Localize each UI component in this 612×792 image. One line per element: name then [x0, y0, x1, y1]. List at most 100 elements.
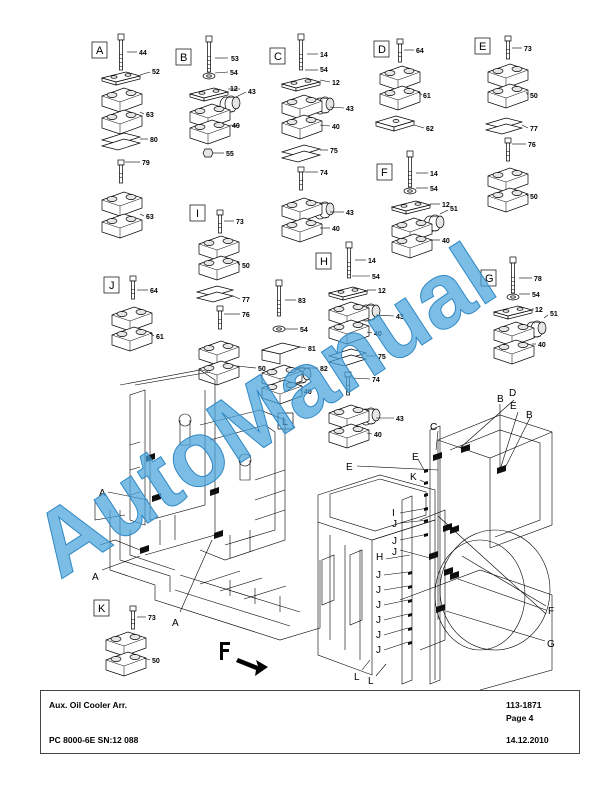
- callout-letter: I: [392, 508, 395, 519]
- group-letter: C: [274, 51, 282, 63]
- part-number: 51: [450, 206, 458, 213]
- callout-letter: F: [548, 606, 554, 617]
- part-number: 43: [396, 314, 404, 321]
- part-number: 73: [148, 615, 156, 622]
- direction-letter-shape: [220, 642, 230, 660]
- callout-letter: J: [376, 570, 381, 581]
- callout-letter: J: [392, 519, 397, 530]
- callout-letter: A: [172, 618, 179, 629]
- group-letter: D: [378, 44, 386, 56]
- page-number: Page 4: [506, 713, 534, 723]
- callout-letter: L: [354, 672, 360, 683]
- part-number: 80: [150, 137, 158, 144]
- group-label-box: [373, 40, 390, 58]
- part-number: 40: [332, 226, 340, 233]
- part-number: 73: [524, 46, 532, 53]
- group-label-box: [315, 252, 332, 270]
- part-number: 52: [152, 69, 160, 76]
- part-number: 14: [320, 52, 328, 59]
- part-number: 50: [152, 658, 160, 665]
- group-a: A 44 52 63 80 79 63: [91, 33, 160, 239]
- group-label-box: [376, 163, 393, 181]
- part-number: 12: [230, 86, 238, 93]
- group-letter: K: [98, 603, 106, 615]
- arrow-icon: [236, 658, 268, 676]
- part-number: 76: [528, 142, 536, 149]
- group-c: C 14 54 12 43 40 75 74 43 40: [269, 33, 354, 243]
- left-assembly: A A A: [92, 369, 321, 641]
- group-i: I 73 50 77 76 50: [189, 204, 266, 386]
- part-number: 50: [242, 263, 250, 270]
- exploded-parts-drawing: A 44 52 63 80 79 63 B: [91, 33, 558, 690]
- part-number: 81: [308, 346, 316, 353]
- group-letter: I: [196, 208, 199, 220]
- part-number: 75: [330, 148, 338, 155]
- machine-serial: PC 8000-6E SN:12 088: [49, 735, 139, 745]
- callout-letter: E: [346, 462, 353, 473]
- part-number: 61: [423, 93, 431, 100]
- title-block: Aux. Oil Cooler Arr. 113-1871 Page 4 PC …: [40, 690, 580, 754]
- issue-date: 14.12.2010: [506, 735, 549, 745]
- part-number: 55: [226, 151, 234, 158]
- callout-letter: J: [376, 615, 381, 626]
- part-number: 40: [374, 432, 382, 439]
- callout-letter: A: [99, 488, 106, 499]
- part-number: 74: [372, 377, 380, 384]
- group-letter: J: [109, 280, 115, 292]
- callout-letter: A: [92, 572, 99, 583]
- callout-letter: E: [412, 452, 419, 463]
- clip-strip: [408, 469, 428, 645]
- part-number: 14: [368, 258, 376, 265]
- group-b: B 53 54 12 43 40 55: [175, 35, 256, 158]
- part-number: 44: [139, 50, 147, 57]
- part-number: 76: [242, 312, 250, 319]
- part-number: 40: [304, 389, 312, 396]
- part-number: 40: [232, 123, 240, 130]
- callout-letter: J: [376, 630, 381, 641]
- callout-letter: H: [376, 552, 383, 563]
- group-label-box: [474, 37, 491, 55]
- part-number: 40: [332, 124, 340, 131]
- part-number: 62: [426, 126, 434, 133]
- group-g: G 78 54 12 51 40: [480, 256, 558, 365]
- part-number: 54: [372, 274, 380, 281]
- part-number: 50: [530, 93, 538, 100]
- part-number: 43: [346, 210, 354, 217]
- group-label-box: [93, 599, 110, 617]
- group-label-box: [175, 48, 192, 66]
- document-number: 113-1871: [506, 700, 542, 710]
- group-letter: F: [381, 167, 388, 179]
- part-number: 54: [532, 292, 540, 299]
- part-number: 43: [346, 106, 354, 113]
- part-number: 50: [530, 194, 538, 201]
- group-k: K 73 50: [93, 599, 160, 677]
- callout-letter: D: [509, 388, 516, 399]
- group-letter: E: [479, 41, 486, 53]
- callout-letter: J: [376, 585, 381, 596]
- callout-letter: K: [410, 472, 417, 483]
- direction-arrow: [220, 642, 268, 676]
- group-label-box: [480, 269, 497, 287]
- part-number: 82: [320, 366, 328, 373]
- callout-letter: B: [526, 410, 533, 421]
- part-number: 14: [430, 171, 438, 178]
- group-d: D 64 61 62: [373, 38, 434, 133]
- callout-letter: C: [430, 422, 437, 433]
- part-number: 54: [300, 327, 308, 334]
- callout-letter: J: [376, 645, 381, 656]
- part-number: 63: [146, 214, 154, 221]
- part-number: 12: [442, 202, 450, 209]
- callout-letter: J: [392, 547, 397, 558]
- part-number: 12: [535, 307, 543, 314]
- part-number: 75: [378, 354, 386, 361]
- group-e: E 73 50 77 76 50: [474, 35, 538, 213]
- part-number: 40: [538, 342, 546, 349]
- callout-letter: L: [368, 676, 374, 687]
- callout-letter: J: [392, 536, 397, 547]
- group-f: F 14 54 12 51 40: [376, 150, 458, 259]
- group-letter: B: [180, 52, 187, 64]
- part-number: 77: [530, 126, 538, 133]
- part-number: 51: [550, 311, 558, 318]
- group-label-box: [269, 47, 286, 65]
- group-label-box: [91, 41, 108, 59]
